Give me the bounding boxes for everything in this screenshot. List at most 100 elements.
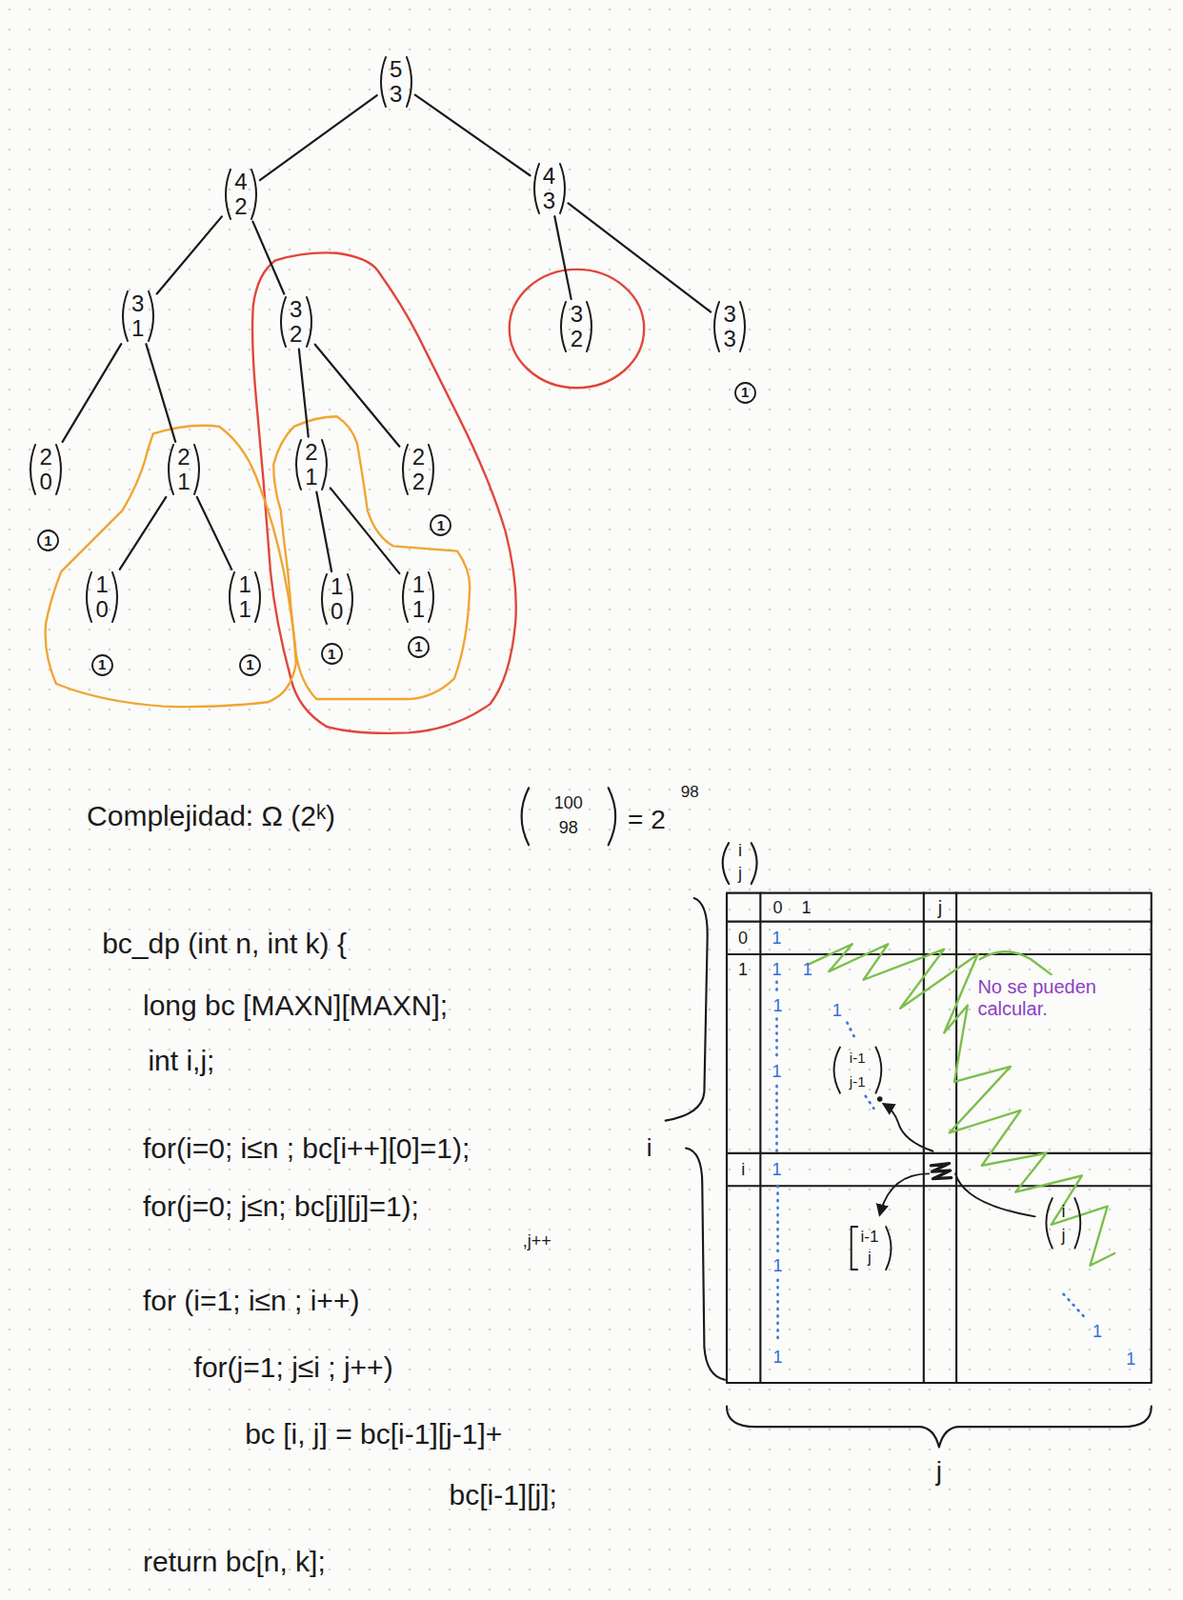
base-case-value: 1	[245, 657, 254, 674]
binomial-number: i	[1062, 1202, 1066, 1223]
code-line: int i,j;	[147, 1044, 215, 1079]
paren	[347, 574, 353, 624]
binomial-node: 31	[119, 288, 158, 344]
brace-label: i	[646, 1134, 653, 1163]
binomial-number: 4	[234, 169, 247, 195]
tree-branch	[252, 221, 284, 295]
paren	[402, 444, 408, 495]
code-line: long bc [MAXN][MAXN];	[142, 988, 448, 1023]
tree-branch	[330, 487, 401, 574]
table-cell: 1	[773, 1347, 783, 1368]
annotation: No se pueden calcular.	[974, 975, 1147, 1022]
orange-highlight	[45, 425, 297, 707]
tree-branch	[62, 343, 122, 442]
paren	[751, 842, 758, 884]
binomial-number: 2	[40, 444, 53, 470]
binomial-number: 2	[289, 321, 302, 347]
paren	[321, 574, 327, 624]
paren	[380, 57, 386, 107]
binomial-number: 98	[559, 818, 579, 839]
paren	[296, 440, 301, 490]
table-grid	[726, 893, 1152, 1384]
code-line: for(j=1; j≤i ; j++)	[194, 1351, 394, 1385]
base-case-circle: 1	[429, 514, 452, 537]
binomial-number: 2	[304, 440, 318, 465]
binomial-node: 21	[292, 437, 331, 493]
binomial-node: 20	[26, 441, 65, 498]
paren	[122, 291, 128, 341]
binomial-node: 43	[530, 160, 569, 217]
paren	[306, 297, 312, 347]
tree-branch	[315, 344, 401, 447]
column-header: 0	[773, 897, 783, 918]
table-frame	[726, 893, 1152, 1384]
code-line: for (i=1; i≤n ; i++)	[142, 1284, 360, 1319]
tree-branch	[415, 95, 531, 177]
binomial-number: 1	[238, 572, 251, 598]
binomial-number: 1	[95, 572, 108, 598]
paren	[402, 572, 408, 622]
table-cell: 1	[773, 995, 783, 1016]
binomial-node: 11	[399, 569, 438, 625]
code-line: bc[i-1][j];	[449, 1479, 558, 1513]
paren	[875, 1046, 882, 1093]
paren	[321, 440, 327, 490]
base-case-value: 1	[327, 646, 336, 663]
binomial-node: 53	[377, 54, 416, 110]
paren	[428, 444, 434, 495]
binomial-number: 100	[554, 793, 583, 814]
binomial-number: 2	[234, 194, 247, 220]
tree-branch	[568, 202, 712, 312]
binomial-number: 1	[131, 316, 144, 341]
base-case-circle: 1	[734, 381, 757, 404]
binomial-node: 42	[221, 166, 261, 222]
tree-branch	[157, 216, 222, 294]
code-line: bc [i, j] = bc[i-1][j-1]+	[244, 1417, 502, 1451]
binomial-number: i	[738, 840, 742, 861]
column-header: 1	[802, 897, 812, 918]
dependency-arrow	[883, 1103, 933, 1151]
code-fragment: ,j++	[522, 1231, 552, 1252]
binomial-number: 4	[542, 163, 556, 189]
paren	[521, 787, 530, 845]
circle	[430, 515, 451, 536]
binomial-number: 1	[412, 597, 425, 622]
binomial-number: 0	[330, 599, 343, 624]
binomial-number: i-1	[849, 1050, 866, 1067]
dot	[877, 1096, 883, 1103]
brace-label: j	[936, 1456, 943, 1487]
base-case-value: 1	[43, 533, 52, 550]
dependency-arrow	[880, 1173, 929, 1215]
paren	[255, 572, 261, 622]
binomial-number: 3	[389, 81, 402, 107]
circle	[38, 530, 59, 551]
column-header: j	[938, 896, 943, 919]
circle	[321, 643, 342, 664]
binomial-number: i-1	[861, 1227, 880, 1247]
paren	[561, 301, 566, 352]
binomial-node: 21	[164, 441, 203, 498]
base-case-circle: 1	[320, 642, 343, 665]
binomial-number: 3	[570, 301, 583, 327]
binomial-number: 5	[389, 57, 402, 82]
base-case-circle: 1	[37, 529, 60, 552]
paren	[1074, 1198, 1081, 1249]
table-cell: 1	[771, 1062, 782, 1083]
binomial-number: 3	[723, 326, 737, 352]
paren	[608, 787, 617, 845]
binomial-number: 2	[412, 444, 425, 470]
table-cell: 1	[802, 960, 813, 981]
brace	[726, 1406, 1152, 1448]
table-cell: 1	[771, 927, 782, 948]
tree-branch	[299, 349, 309, 438]
base-case-value: 1	[414, 639, 422, 656]
tree-branch	[316, 492, 332, 572]
binomial-number: j	[1062, 1224, 1066, 1245]
code-line: for(i=0; i≤n ; bc[i++][0]=1);	[142, 1131, 470, 1165]
paren	[112, 572, 118, 622]
table-cell: 1	[832, 1001, 843, 1022]
